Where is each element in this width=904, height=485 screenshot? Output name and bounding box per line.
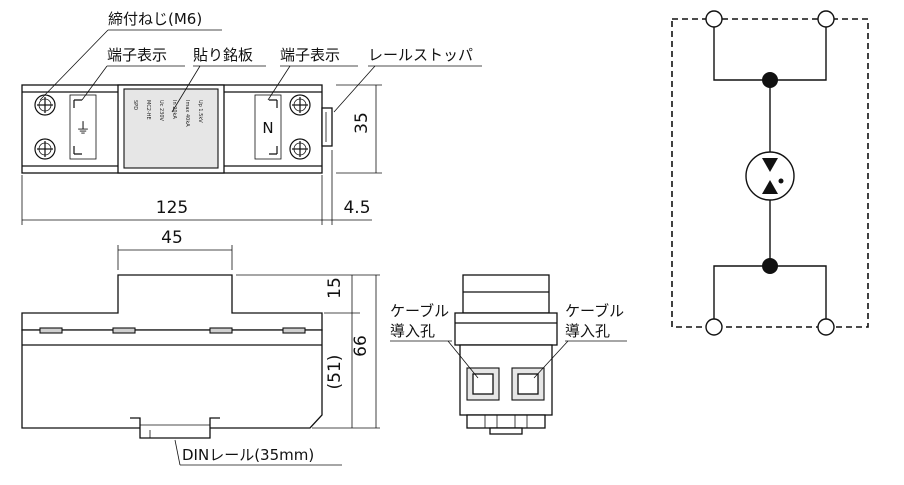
terminal-mark-right <box>254 94 282 160</box>
dim-35: 35 <box>352 112 372 134</box>
label-cable-entry-right-1: ケーブル <box>565 302 624 320</box>
label-cable-entry-left-2: 導入孔 <box>390 322 435 340</box>
dashed-enclosure <box>671 18 869 328</box>
circuit-symbol <box>671 10 869 336</box>
terminal-circle <box>817 318 835 336</box>
nameplate-text: SPD MC2-HE Uc 230V In 20kA Imax 40kA Up 1.5kV <box>132 100 203 127</box>
side-top-housing <box>21 274 323 331</box>
dim-4-5: 4.5 <box>343 198 370 218</box>
screw-icon <box>34 138 56 160</box>
junction-dot <box>762 72 778 88</box>
terminal-circle <box>817 10 835 28</box>
front-view: SPD MC2-HE Uc 230V In 20kA Imax 40kA Up 1.5kV… <box>21 84 333 174</box>
side-view <box>21 274 323 439</box>
dim-45: 45 <box>161 228 183 248</box>
terminal-circle <box>705 318 723 336</box>
nameplate-line: Uc 230V <box>158 100 164 122</box>
label-rail-stopper: レールストッパ <box>368 46 473 64</box>
end-top <box>462 274 550 314</box>
dimension-depth: 15 66 (51) <box>236 274 380 429</box>
end-view <box>454 274 558 435</box>
nameplate-line: Imax 40kA <box>184 100 190 127</box>
junction-dot <box>762 258 778 274</box>
screw-icon <box>289 138 311 160</box>
dim-66: 66 <box>351 335 371 357</box>
din-rail <box>130 417 220 439</box>
nameplate-label <box>123 88 219 169</box>
dimension-height-front: 35 <box>336 84 382 174</box>
dim-51: (51) <box>325 355 345 390</box>
side-main-housing <box>21 329 323 429</box>
nameplate-line: In 20kA <box>171 100 177 119</box>
dim-125: 125 <box>156 198 188 218</box>
screw-icon <box>289 94 311 116</box>
dim-15: 15 <box>325 277 345 299</box>
label-terminal-left: 端子表示 <box>107 46 167 64</box>
neutral-mark: N <box>262 119 273 137</box>
label-nameplate: 貼り銘板 <box>193 46 253 64</box>
screw-icon <box>34 94 56 116</box>
nameplate-line: Up 1.5kV <box>197 100 203 123</box>
terminal-circle <box>705 10 723 28</box>
dimension-width: 125 4.5 <box>21 150 372 225</box>
gas-arrester-icon <box>745 151 795 201</box>
ground-mark: ⏚ <box>75 119 90 137</box>
label-terminal-right: 端子表示 <box>280 46 340 64</box>
end-middle <box>454 312 558 346</box>
nameplate-line: SPD <box>132 100 138 110</box>
label-cable-entry-left-1: ケーブル <box>390 302 449 320</box>
terminal-mark-left <box>69 94 97 160</box>
nameplate-line: MC2-HE <box>145 100 151 120</box>
dimension-top-width: 45 <box>117 228 233 270</box>
label-din-rail: DINレール(35mm) <box>182 446 314 464</box>
label-cable-entry-right-2: 導入孔 <box>565 322 610 340</box>
label-screw: 締付ねじ(M6) <box>108 10 202 28</box>
rail-stopper <box>321 107 333 147</box>
